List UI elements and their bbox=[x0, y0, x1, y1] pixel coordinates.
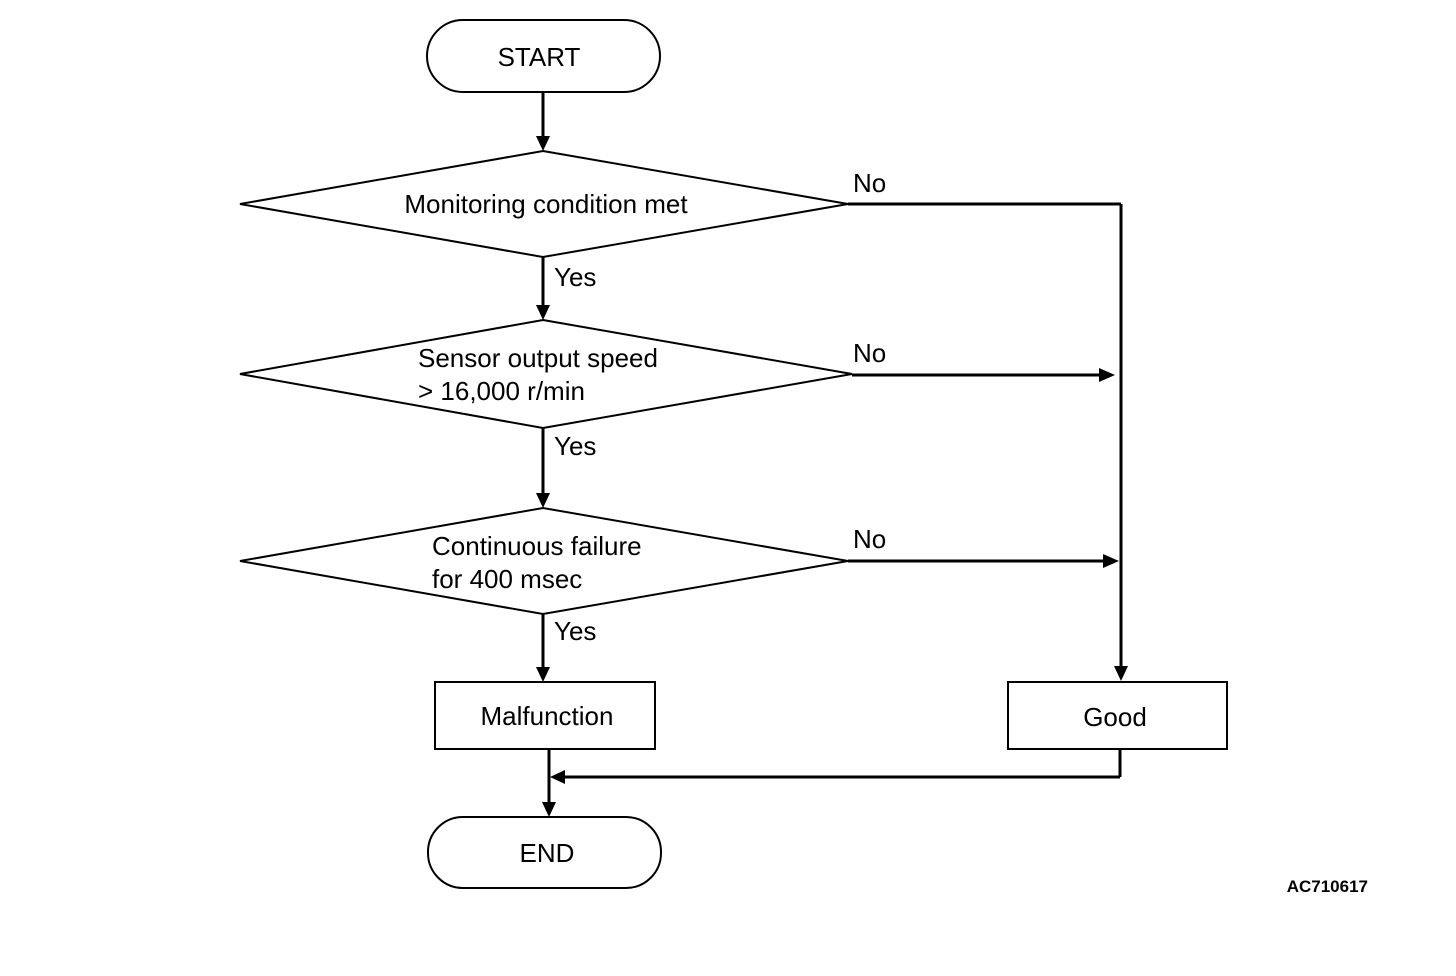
start-terminal: START bbox=[426, 19, 661, 93]
end-label: END bbox=[520, 838, 575, 868]
arrowhead-good bbox=[1114, 666, 1128, 681]
decision-3-label-line-1: Continuous failure bbox=[432, 531, 642, 561]
start-label: START bbox=[498, 42, 581, 72]
decision-3-yes-label: Yes bbox=[554, 616, 596, 646]
decision-1-label: Monitoring condition met bbox=[404, 189, 688, 219]
arrowhead-end bbox=[542, 802, 556, 817]
decision-1-no-label: No bbox=[853, 168, 886, 198]
arrowhead-merge bbox=[550, 770, 565, 784]
decision-2-yes-label: Yes bbox=[554, 431, 596, 461]
good-box: Good bbox=[1007, 681, 1228, 750]
reference-code: AC710617 bbox=[1287, 877, 1368, 896]
arrowhead-decision-2-no bbox=[1099, 368, 1115, 382]
arrowhead-malfunction bbox=[536, 667, 550, 682]
decision-2-label-line-1: Sensor output speed bbox=[418, 343, 658, 373]
arrowhead-decision-2 bbox=[536, 305, 550, 320]
decision-2-no-label: No bbox=[853, 338, 886, 368]
decision-sensor-output-speed: Sensor output speed > 16,000 r/min bbox=[239, 318, 853, 430]
malfunction-box: Malfunction bbox=[434, 681, 656, 750]
decision-2-label-line-2: > 16,000 r/min bbox=[418, 376, 585, 406]
malfunction-label: Malfunction bbox=[481, 701, 614, 731]
decision-monitoring-condition: Monitoring condition met bbox=[239, 149, 849, 259]
decision-continuous-failure: Continuous failure for 400 msec bbox=[239, 506, 849, 616]
decision-3-label-line-2: for 400 msec bbox=[432, 564, 582, 594]
arrowhead-decision-3-no bbox=[1103, 554, 1119, 568]
decision-1-yes-label: Yes bbox=[554, 262, 596, 292]
arrowhead-decision-1 bbox=[536, 136, 550, 151]
end-terminal: END bbox=[427, 816, 662, 889]
arrowhead-decision-3 bbox=[536, 493, 550, 508]
good-label: Good bbox=[1083, 702, 1147, 732]
decision-3-no-label: No bbox=[853, 524, 886, 554]
